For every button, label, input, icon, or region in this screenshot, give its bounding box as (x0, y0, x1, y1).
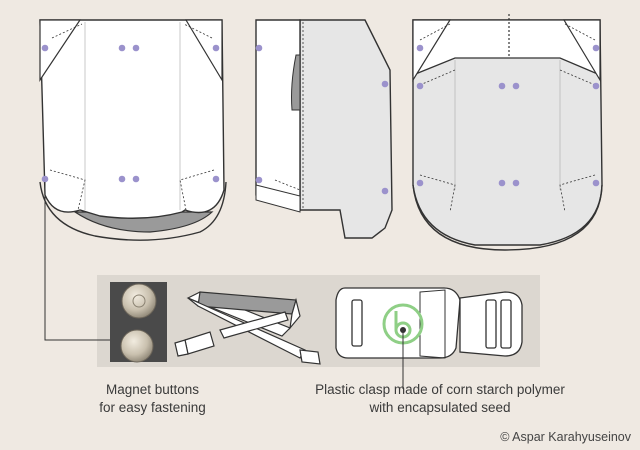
magnet-dot (212, 44, 220, 52)
magnet-dot (592, 179, 600, 187)
magnet-dot (512, 179, 520, 187)
magnet-button-top (121, 283, 157, 319)
side-front-panel (255, 19, 301, 211)
magnet-leader-line (44, 182, 112, 341)
magnet-dot (255, 44, 263, 52)
carrier-side-view (255, 19, 393, 239)
magnet-dot (592, 82, 600, 90)
magnet-dot (132, 44, 140, 52)
magnet-dot (41, 44, 49, 52)
back-outer-shell (412, 184, 603, 251)
magnet-buttons-caption: Magnet buttons for easy fastening (60, 381, 245, 417)
magnet-buttons-photo (110, 282, 167, 363)
side-back-panel (299, 19, 393, 239)
magnet-dot (416, 82, 424, 90)
magnet-dot (381, 187, 389, 195)
front-body (39, 19, 225, 219)
magnet-caption-line2: for easy fastening (99, 400, 206, 415)
strap-illustration (174, 291, 321, 365)
front-right-flap (184, 19, 223, 83)
magnet-dot (118, 175, 126, 183)
magnet-dot (416, 44, 424, 52)
magnet-dot (212, 175, 220, 183)
magnet-dot (132, 175, 140, 183)
magnet-dot (118, 44, 126, 52)
plastic-clasp-caption: Plastic clasp made of corn starch polyme… (290, 381, 590, 417)
carrier-back-view (412, 14, 603, 251)
magnet-dot (592, 44, 600, 52)
magnet-dot (381, 80, 389, 88)
magnet-dot (255, 176, 263, 184)
magnet-button-bottom (120, 329, 154, 363)
magnet-dot (41, 175, 49, 183)
copyright-credit: © Aspar Karahyuseinov (500, 430, 631, 444)
magnet-dot (512, 82, 520, 90)
carrier-front-view (39, 19, 227, 241)
magnet-dot (498, 179, 506, 187)
front-lower-edge (39, 181, 227, 241)
magnet-dot (498, 82, 506, 90)
front-left-flap (39, 19, 82, 82)
clasp-leader-anchor (400, 327, 406, 333)
magnet-dot (416, 179, 424, 187)
plastic-clasp (335, 287, 523, 359)
magnet-caption-line1: Magnet buttons (105, 382, 200, 397)
clasp-caption-line2: with encapsulated seed (369, 400, 511, 415)
side-pocket (291, 54, 301, 111)
clasp-caption-line1: Plastic clasp made of corn starch polyme… (315, 382, 565, 397)
